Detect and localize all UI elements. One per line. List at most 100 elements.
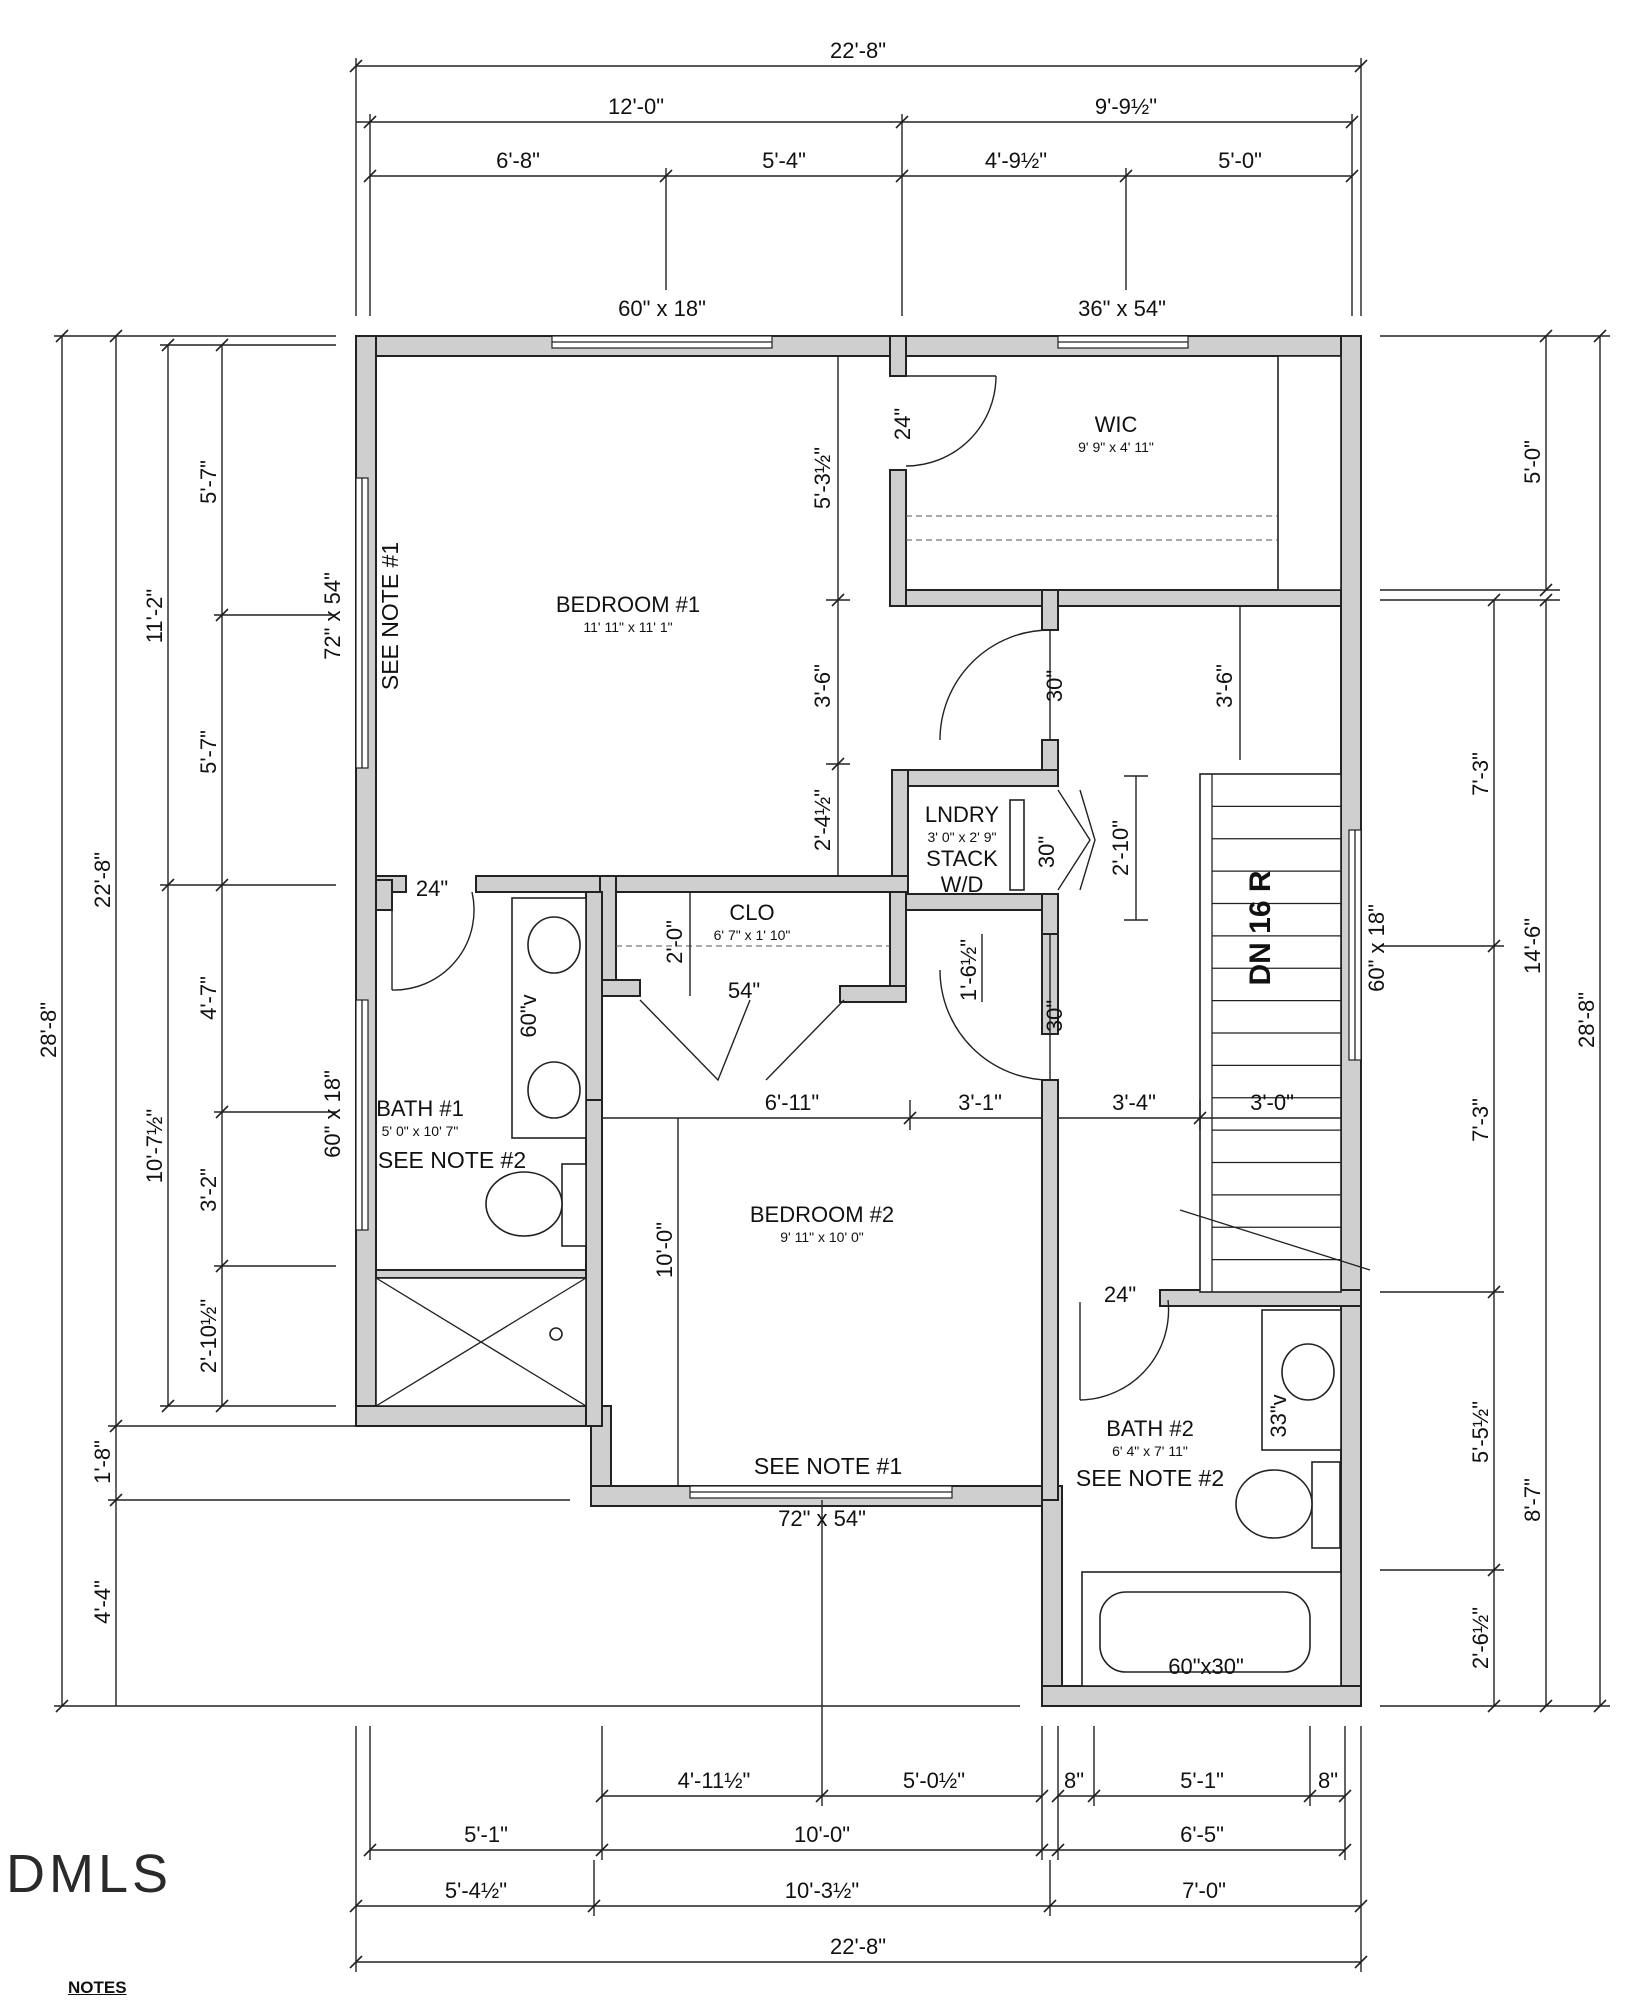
dim-right-f: 5'-5½": [1468, 1401, 1493, 1463]
see-note-1-bedroom-2: SEE NOTE #1: [754, 1453, 902, 1479]
window-label-top-right: 36" x 54": [1078, 296, 1166, 321]
door-label-bedroom2: 30": [1042, 1000, 1067, 1032]
dim-right-total: 28'-8": [1574, 992, 1599, 1048]
room-wic: WIC: [1095, 412, 1138, 437]
room-laundry: LNDRY: [925, 802, 1000, 827]
dim-bottom-c: 8": [1064, 1768, 1084, 1793]
doors: [391, 375, 1170, 1401]
dimension-lines: [54, 58, 1610, 1972]
dim-top-b: 5'-4": [762, 148, 806, 173]
see-note-2-bath-2: SEE NOTE #2: [1076, 1465, 1224, 1491]
walls: [355, 335, 1362, 1707]
dim-int-4: 3'-6": [1212, 664, 1237, 708]
dim-int-2: 3'-6": [810, 664, 835, 708]
dim-int-5: 2'-10": [1108, 820, 1133, 876]
dim-int-8: 6'-11": [765, 1090, 819, 1115]
dim-right-g: 2'-6½": [1468, 1607, 1493, 1669]
sink-icon: [527, 916, 581, 974]
dim-right-b: 14'-6": [1520, 918, 1545, 974]
dim-int-11: 3'-0": [1250, 1090, 1294, 1115]
see-note-1-bedroom-1: SEE NOTE #1: [377, 542, 403, 690]
annotation-labels: SEE NOTE #1 SEE NOTE #1 SEE NOTE #2 SEE …: [377, 542, 1291, 1679]
notes-heading: NOTES: [68, 1978, 127, 1997]
room-wic-size: 9' 9" x 4' 11": [1078, 439, 1154, 455]
dim-int-6: 1'-6½": [956, 939, 981, 1001]
door-label-bath2: 24": [1104, 1282, 1136, 1307]
door-label-closet: 54": [728, 978, 760, 1003]
room-bedroom-2-size: 9' 11" x 10' 0": [780, 1229, 864, 1245]
dim-left-i: 1'-8": [90, 1440, 115, 1484]
dim-int-9: 3'-1": [958, 1090, 1002, 1115]
door-label-laundry: 30": [1034, 836, 1059, 868]
dim-top-c: 4'-9½": [985, 148, 1047, 173]
dmls-logo: DMLS: [6, 1844, 173, 1904]
room-bath-2-size: 6' 4" x 7' 11": [1112, 1443, 1188, 1459]
room-bath-1: BATH #1: [376, 1096, 464, 1121]
fixtures: [375, 355, 1371, 1687]
door-label-hall: 30": [1042, 670, 1067, 702]
dim-bottom-total: 22'-8": [830, 1934, 886, 1959]
dim-right-d: 7'-3": [1468, 1098, 1493, 1142]
window-label-bottom: 72" x 54": [778, 1506, 866, 1531]
sink-icon: [1281, 1343, 1335, 1401]
vanity-label-bath-2: 33"v: [1266, 1394, 1291, 1437]
toilet-icon: [561, 1163, 587, 1247]
dim-left-a: 22'-8": [90, 852, 115, 908]
dim-bottom-f: 5'-1": [464, 1822, 508, 1847]
room-labels: BEDROOM #1 11' 11" x 11' 1" WIC 9' 9" x …: [376, 412, 1194, 1459]
room-bedroom-1-size: 11' 11" x 11' 1": [583, 619, 672, 635]
dim-bottom-i: 5'-4½": [445, 1878, 507, 1903]
window-label-right: 60" x 18": [1364, 904, 1389, 992]
dim-bottom-g: 10'-0": [794, 1822, 850, 1847]
dim-left-total: 28'-8": [36, 1002, 61, 1058]
dim-left-e: 5'-7": [196, 730, 221, 774]
dim-bottom-b: 5'-0½": [903, 1768, 965, 1793]
dim-int-3: 2'-4½": [810, 789, 835, 851]
room-laundry-line1: STACK: [926, 846, 998, 871]
room-closet-size: 6' 7" x 1' 10": [714, 927, 791, 943]
dim-top-a: 6'-8": [496, 148, 540, 173]
room-laundry-line2: W/D: [941, 872, 984, 897]
dim-bottom-d: 5'-1": [1180, 1768, 1224, 1793]
vanity-label-bath-1: 60"v: [516, 994, 541, 1037]
dim-top-d: 5'-0": [1218, 148, 1262, 173]
windows: [355, 335, 1362, 1499]
dim-left-h: 2'-10½": [196, 1299, 221, 1373]
dim-right-c: 7'-3": [1468, 752, 1493, 796]
dimension-labels: 22'-8" 12'-0" 9'-9½" 6'-8" 5'-4" 4'-9½" …: [36, 38, 1599, 1959]
see-note-2-bath-1: SEE NOTE #2: [378, 1147, 526, 1173]
dim-left-b: 11'-2": [142, 589, 167, 643]
dim-bottom-k: 7'-0": [1182, 1878, 1226, 1903]
tub-label: 60"x30": [1168, 1654, 1244, 1679]
room-laundry-size: 3' 0" x 2' 9": [928, 829, 997, 845]
room-bath-1-size: 5' 0" x 10' 7": [382, 1123, 459, 1139]
door-label-wic: 24": [890, 408, 915, 440]
door-labels: 24" 30" 30" 30" 24" 54" 24": [416, 408, 1136, 1307]
dim-right-a: 5'-0": [1520, 440, 1545, 484]
room-bath-2: BATH #2: [1106, 1416, 1194, 1441]
dim-int-7: 2'-0": [662, 920, 687, 964]
toilet-icon: [1235, 1469, 1313, 1539]
dim-left-g: 3'-2": [196, 1168, 221, 1212]
dimension-ticks: [55, 59, 1607, 1969]
window-label-top-left: 60" x 18": [618, 296, 706, 321]
dim-bottom-a: 4'-11½": [678, 1768, 751, 1793]
toilet-icon: [485, 1171, 563, 1237]
dim-left-j: 4'-4": [90, 1580, 115, 1624]
dim-left-d: 5'-7": [196, 460, 221, 504]
dim-int-12: 10'-0": [652, 1222, 677, 1278]
dim-top-right: 9'-9½": [1095, 94, 1157, 119]
sink-icon: [527, 1061, 581, 1119]
dim-bottom-j: 10'-3½": [785, 1878, 859, 1903]
window-label-left-lower: 60" x 18": [320, 1070, 345, 1158]
door-label-bath1: 24": [416, 876, 448, 901]
dim-left-f: 4'-7": [196, 976, 221, 1020]
dim-bottom-h: 6'-5": [1180, 1822, 1224, 1847]
window-label-left-upper: 72" x 54": [320, 572, 345, 660]
dim-int-1: 5'-3½": [810, 447, 835, 509]
dim-top-total: 22'-8": [830, 38, 886, 63]
stair-label: DN 16 R: [1244, 870, 1277, 985]
room-bedroom-2: BEDROOM #2: [750, 1202, 894, 1227]
toilet-icon: [1311, 1461, 1341, 1549]
